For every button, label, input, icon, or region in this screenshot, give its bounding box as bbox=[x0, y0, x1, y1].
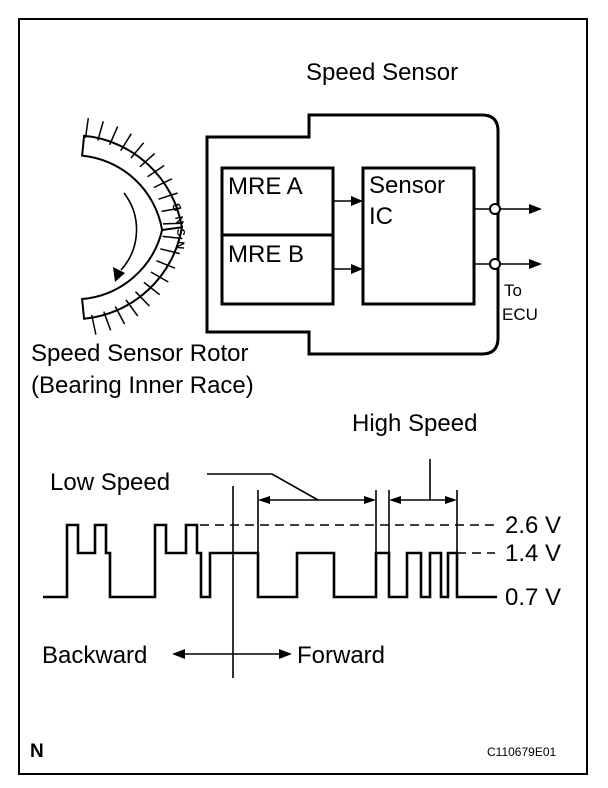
mre-a-label: MRE A bbox=[228, 173, 303, 200]
to-ecu-label-2: ECU bbox=[502, 305, 538, 324]
rotor-ring-segments bbox=[84, 117, 183, 335]
rotor-segment-divider bbox=[139, 152, 156, 168]
rotor-label-1: Speed Sensor Rotor bbox=[31, 340, 248, 367]
rotor-segment-divider bbox=[103, 311, 112, 331]
rotor-pole-4: N bbox=[173, 241, 186, 250]
high-speed-label: High Speed bbox=[352, 410, 477, 437]
rotor-segment-divider bbox=[147, 164, 165, 178]
rotor-segment-divider bbox=[156, 260, 176, 269]
rotor-segment-divider bbox=[153, 178, 173, 189]
rotor-pole-1: S bbox=[169, 202, 183, 213]
rotor-segment-divider bbox=[162, 222, 183, 225]
sensor-ic-label-1: Sensor bbox=[369, 172, 445, 199]
rotor-segment-divider bbox=[158, 192, 178, 200]
rotor-segment-divider bbox=[108, 126, 119, 146]
low-speed-period-arrow-right bbox=[364, 496, 376, 504]
corner-letter: N bbox=[30, 741, 44, 762]
rotor-pole-2: N bbox=[172, 215, 185, 225]
voltage-label-low: 0.7 V bbox=[505, 584, 561, 611]
high-speed-period-arrow-right bbox=[445, 496, 457, 504]
rotation-arrow bbox=[120, 192, 138, 271]
low-speed-period-arrow-left bbox=[258, 496, 270, 504]
low-speed-leader bbox=[207, 473, 319, 501]
output-terminal-2 bbox=[489, 258, 501, 270]
sensor-ic-box bbox=[361, 166, 476, 306]
rotor-segment-divider bbox=[120, 133, 132, 152]
sensor-title: Speed Sensor bbox=[306, 59, 458, 86]
rotor-segment-divider bbox=[162, 235, 183, 240]
figure-code: C110679E01 bbox=[487, 745, 556, 759]
sensor-housing bbox=[205, 113, 500, 356]
voltage-label-mid: 1.4 V bbox=[505, 540, 561, 567]
rotor-segment-divider bbox=[134, 291, 150, 307]
rotor-segment-divider bbox=[160, 248, 180, 255]
signal-waveform bbox=[43, 523, 497, 599]
rotor-segment-divider bbox=[130, 142, 145, 159]
mre-a-to-ic-arrowhead bbox=[351, 196, 363, 206]
rotor-segment-divider bbox=[161, 207, 182, 213]
rotation-arrowhead bbox=[113, 267, 125, 282]
rotor-ring bbox=[81, 134, 184, 320]
forward-label: Forward bbox=[297, 642, 385, 669]
ic-output-arrowhead-2 bbox=[529, 259, 542, 269]
high-speed-period-arrow-left bbox=[389, 496, 401, 504]
ic-output-arrowhead-1 bbox=[529, 204, 542, 214]
rotor-segment-divider bbox=[150, 271, 169, 283]
sensor-ic-label-2: IC bbox=[369, 203, 393, 230]
rotor-label-2: (Bearing Inner Race) bbox=[31, 372, 254, 399]
backward-label: Backward bbox=[42, 642, 147, 669]
rotor-segment-divider bbox=[114, 306, 126, 325]
to-ecu-label-1: To bbox=[504, 281, 522, 300]
rotor-segment-divider bbox=[84, 117, 90, 139]
rotor-pole-3: S bbox=[174, 228, 186, 236]
speed-sensor-rotor: S N S N bbox=[81, 117, 186, 335]
rotor-segment-divider bbox=[97, 121, 105, 141]
voltage-label-high: 2.6 V bbox=[505, 512, 561, 539]
mre-b-to-ic-arrowhead bbox=[351, 264, 363, 274]
rotor-segment-divider bbox=[143, 281, 161, 296]
rotor-segment-divider bbox=[90, 314, 97, 335]
low-speed-label: Low Speed bbox=[50, 469, 170, 496]
page-frame bbox=[18, 18, 588, 775]
mre-b-label: MRE B bbox=[228, 241, 304, 268]
rotor-segment-divider bbox=[125, 299, 139, 317]
output-terminal-1 bbox=[489, 203, 501, 215]
backward-arrowhead bbox=[172, 649, 185, 659]
forward-arrowhead bbox=[279, 649, 292, 659]
